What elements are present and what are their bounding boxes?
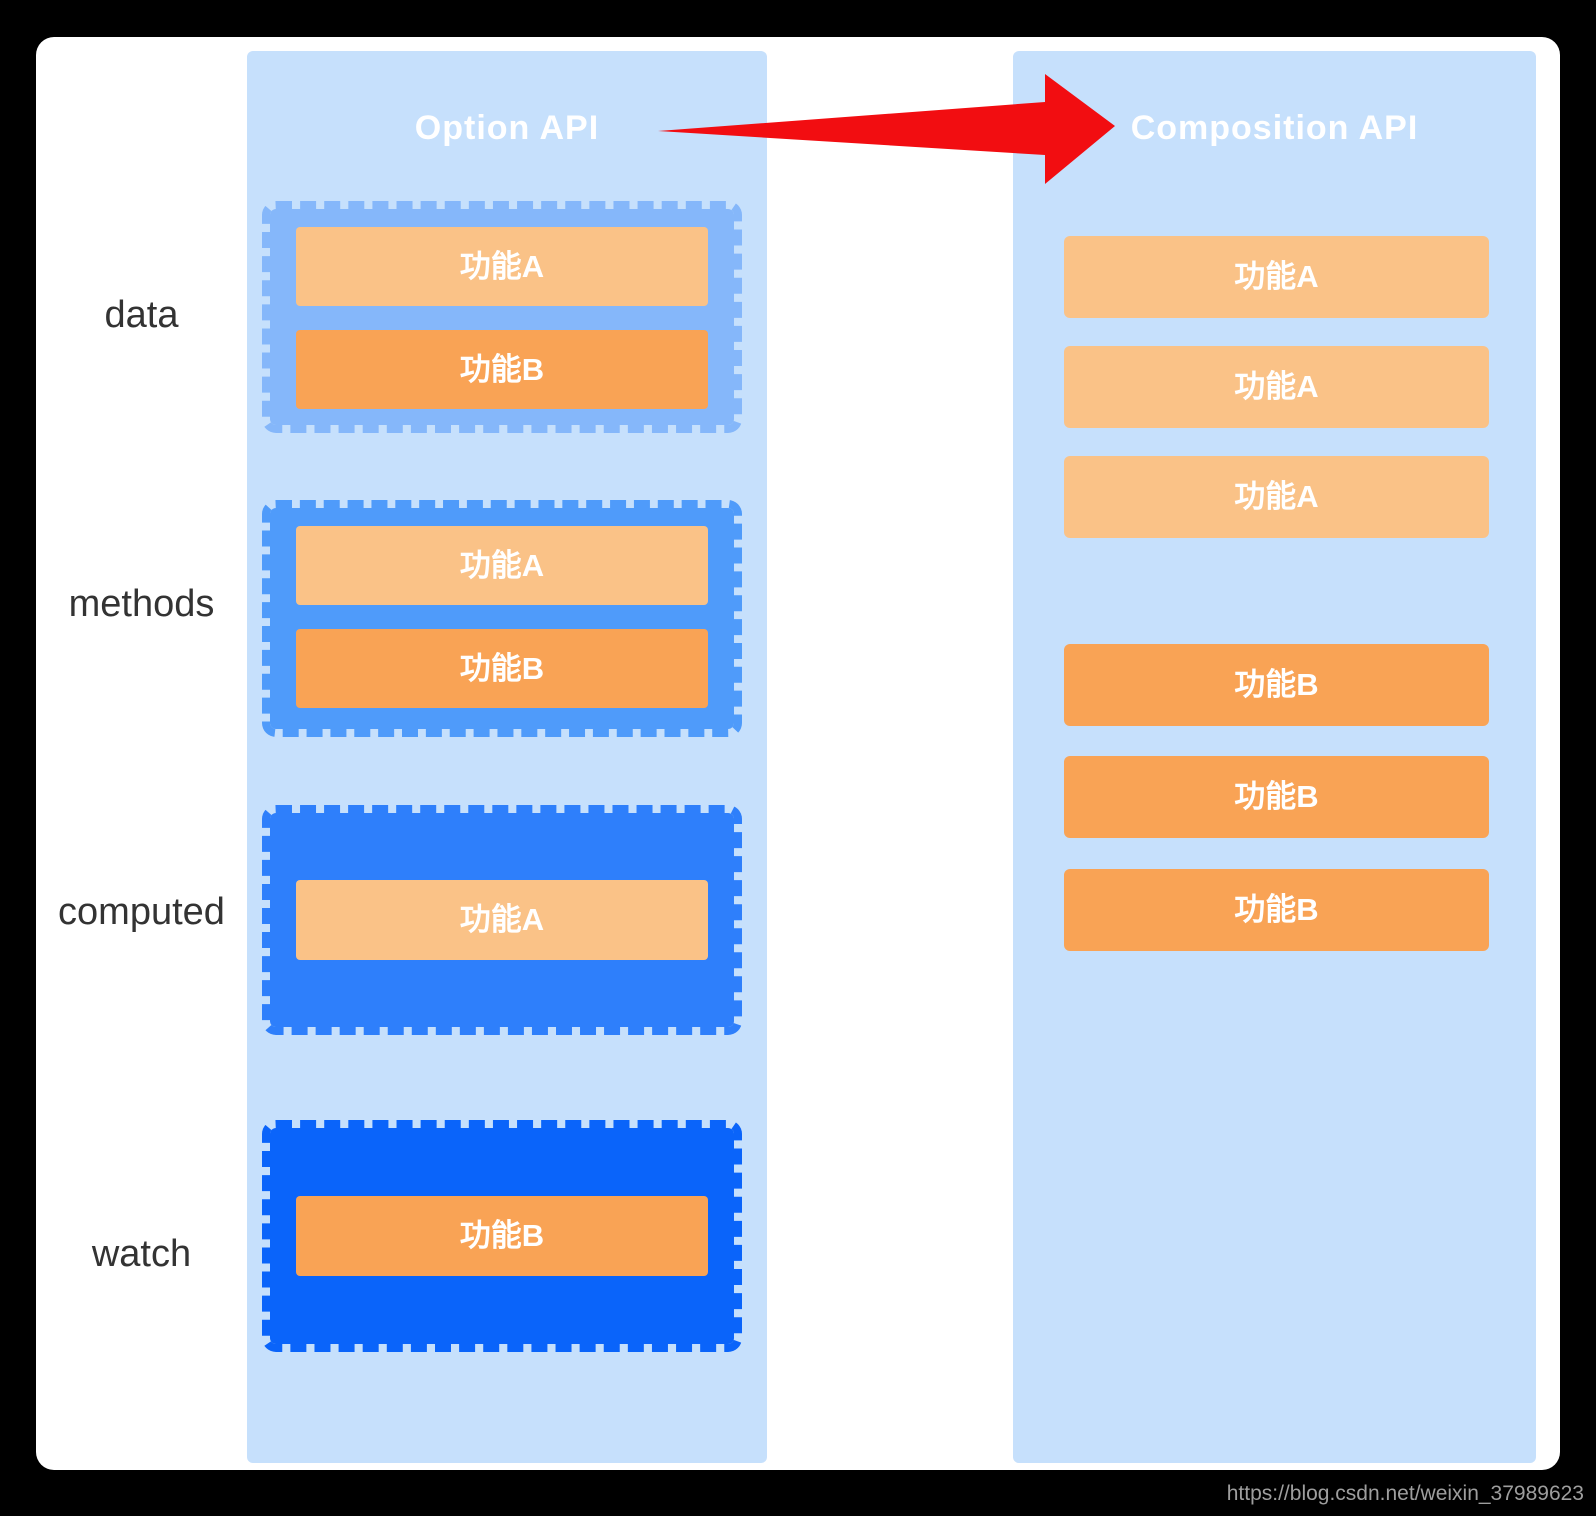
composition-api-column: Composition API 功能A 功能A 功能A 功能B 功能B 功能B: [1013, 51, 1536, 1463]
feature-b-box: 功能B: [296, 330, 708, 409]
feature-b-box: 功能B: [296, 629, 708, 708]
feature-b-box: 功能B: [1064, 756, 1489, 838]
group-computed: 功能A: [262, 805, 742, 1035]
feature-a-box: 功能A: [296, 526, 708, 605]
group-methods: 功能A 功能B: [262, 500, 742, 737]
label-data: data: [104, 294, 179, 336]
feature-b-box: 功能B: [1064, 644, 1489, 726]
watermark-url: https://blog.csdn.net/weixin_37989623: [1226, 1482, 1584, 1505]
label-computed: computed: [58, 891, 225, 933]
composition-api-title: Composition API: [1130, 109, 1419, 147]
feature-b-box: 功能B: [1064, 869, 1489, 951]
feature-b-box: 功能B: [296, 1196, 708, 1276]
diagram-card: data methods computed watch Option API 功…: [36, 37, 1560, 1470]
group-watch: 功能B: [262, 1120, 742, 1352]
label-watch: watch: [91, 1233, 192, 1275]
feature-a-box: 功能A: [1064, 236, 1489, 318]
feature-a-box: 功能A: [296, 880, 708, 960]
option-api-title: Option API: [414, 109, 600, 147]
feature-a-box: 功能A: [296, 227, 708, 306]
label-methods: methods: [68, 583, 215, 625]
group-data: 功能A 功能B: [262, 201, 742, 433]
feature-a-box: 功能A: [1064, 456, 1489, 538]
feature-a-box: 功能A: [1064, 346, 1489, 428]
